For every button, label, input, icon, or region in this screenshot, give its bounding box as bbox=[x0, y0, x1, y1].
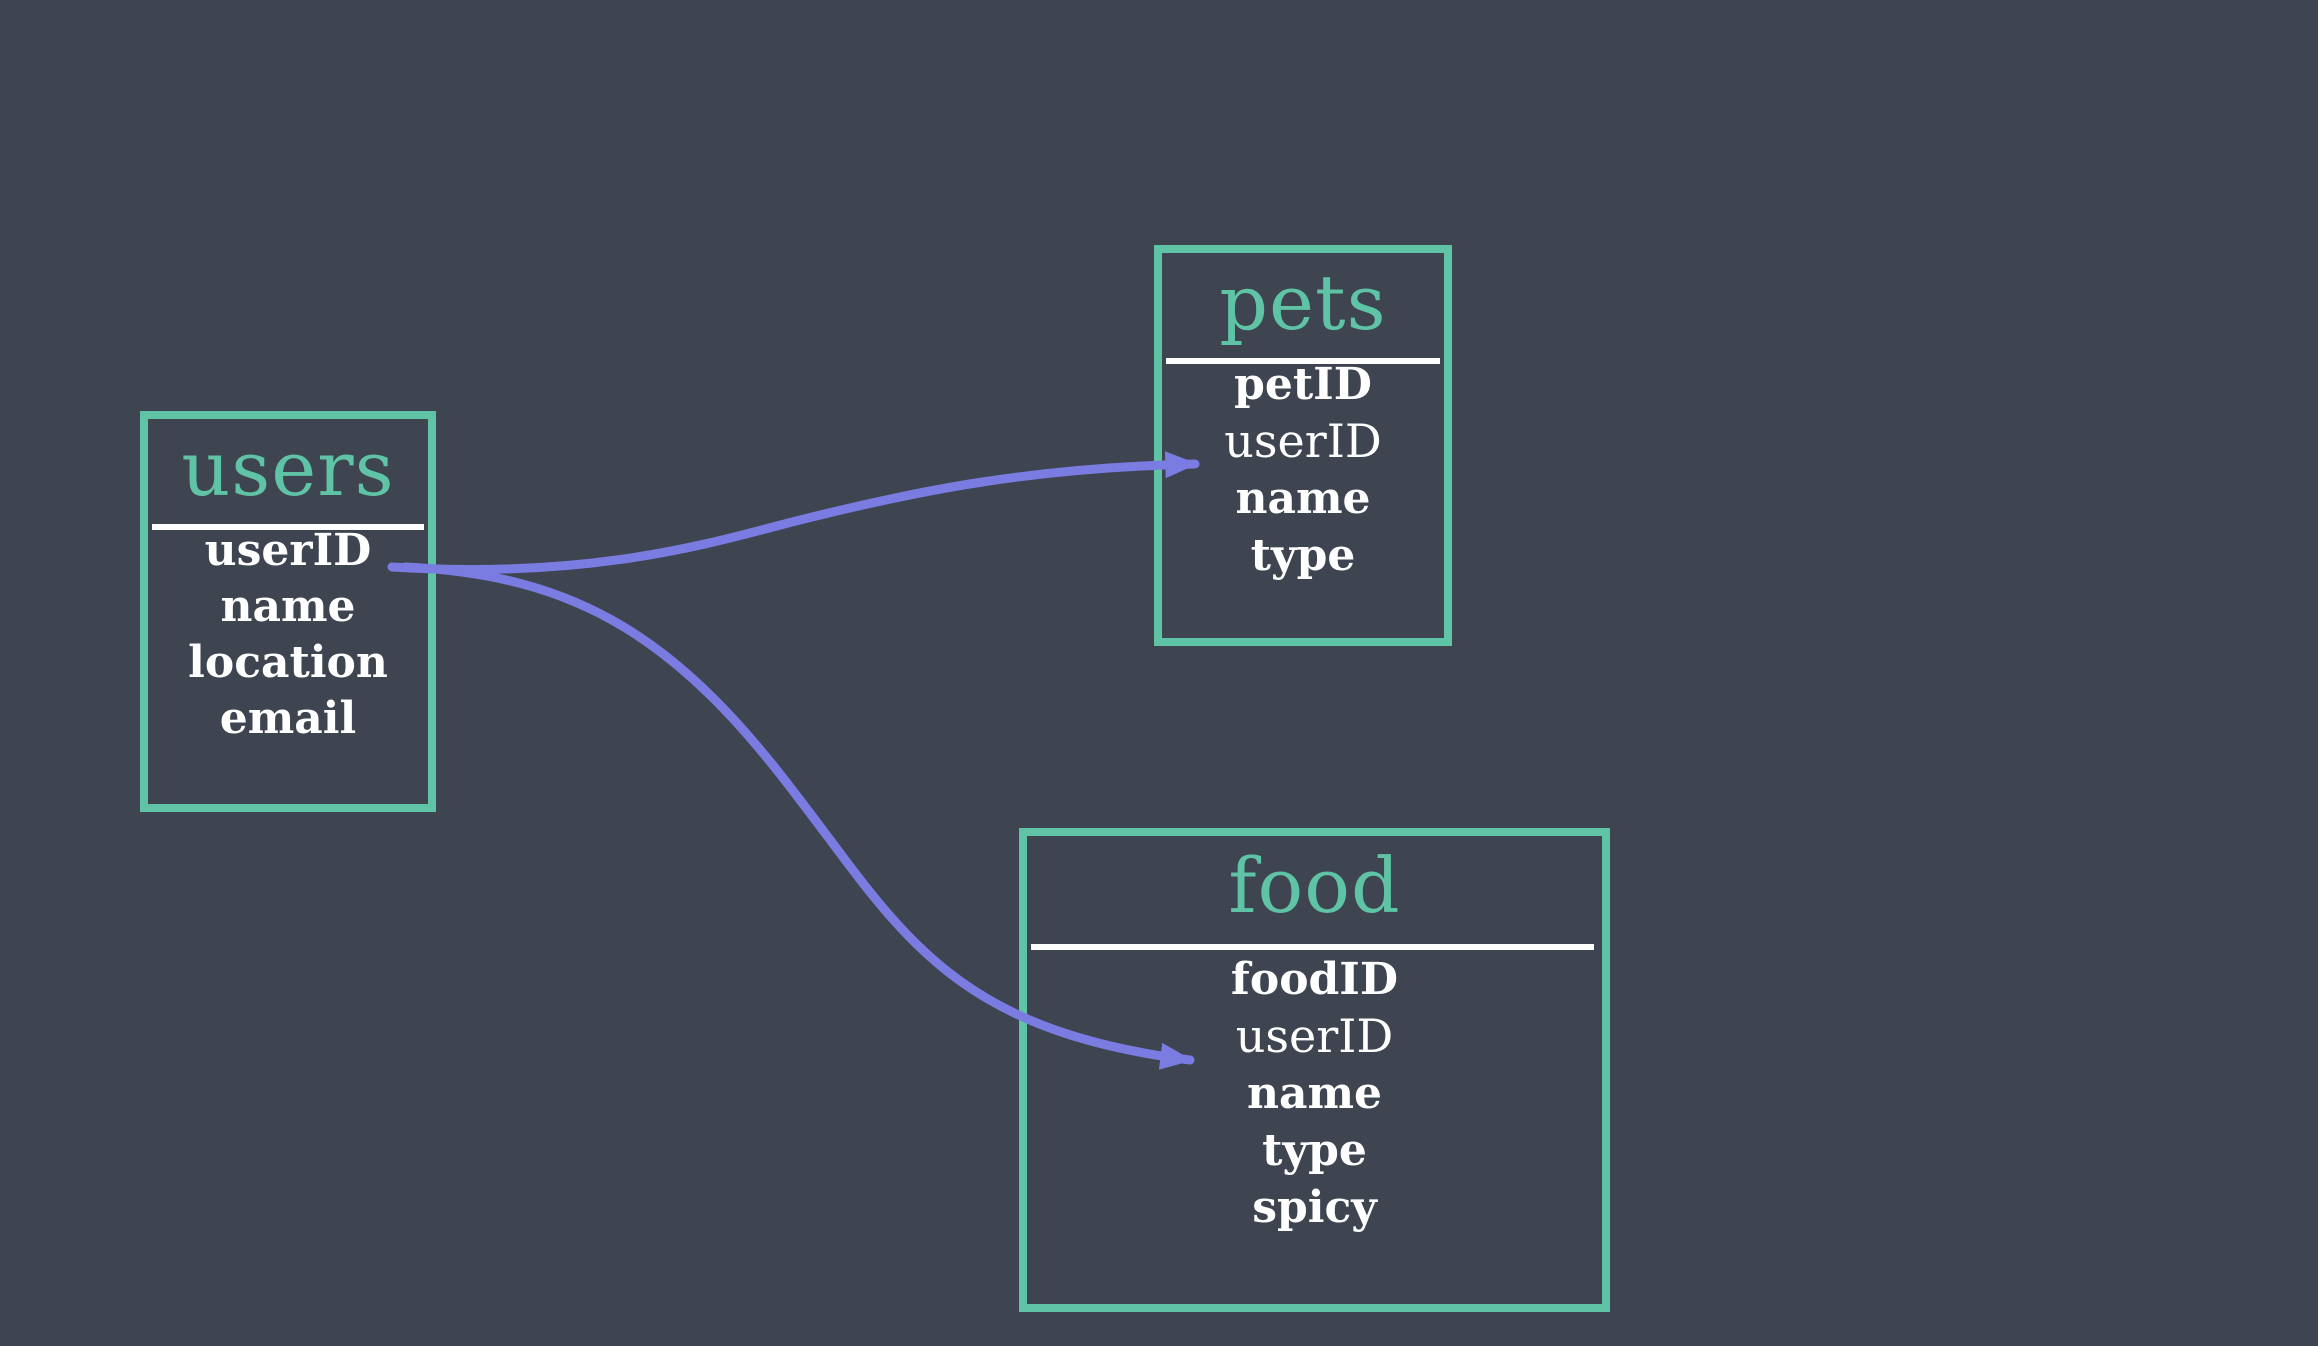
table-users[interactable]: users userID name location email bbox=[140, 411, 436, 812]
table-pets-fields: petID userID name type bbox=[1162, 356, 1444, 584]
field-food-spicy[interactable]: spicy bbox=[1252, 1182, 1377, 1233]
field-pets-name[interactable]: name bbox=[1235, 473, 1371, 524]
field-users-email[interactable]: email bbox=[219, 693, 357, 744]
field-pets-userid[interactable]: userID bbox=[1224, 414, 1382, 468]
table-users-divider bbox=[152, 524, 424, 530]
table-users-title: users bbox=[181, 424, 395, 513]
field-pets-petid[interactable]: petID bbox=[1234, 359, 1372, 410]
field-users-location[interactable]: location bbox=[188, 637, 388, 688]
relationship-users-to-pets[interactable] bbox=[387, 451, 1200, 575]
field-pets-type[interactable]: type bbox=[1250, 530, 1356, 581]
field-users-name[interactable]: name bbox=[220, 581, 356, 632]
table-pets-title: pets bbox=[1219, 258, 1387, 347]
field-food-name[interactable]: name bbox=[1246, 1068, 1383, 1119]
table-food[interactable]: food foodID userID name type spicy bbox=[1019, 828, 1610, 1312]
field-food-userid[interactable]: userID bbox=[1235, 1009, 1394, 1063]
field-food-type[interactable]: type bbox=[1262, 1125, 1367, 1176]
table-food-fields: foodID userID name type spicy bbox=[1027, 951, 1602, 1236]
table-food-divider bbox=[1031, 944, 1594, 950]
table-users-fields: userID name location email bbox=[148, 522, 428, 747]
table-pets[interactable]: pets petID userID name type bbox=[1154, 245, 1452, 646]
field-users-userid[interactable]: userID bbox=[204, 525, 372, 576]
field-food-foodid[interactable]: foodID bbox=[1230, 954, 1399, 1005]
table-food-title: food bbox=[1228, 841, 1401, 930]
table-pets-divider bbox=[1166, 358, 1440, 364]
